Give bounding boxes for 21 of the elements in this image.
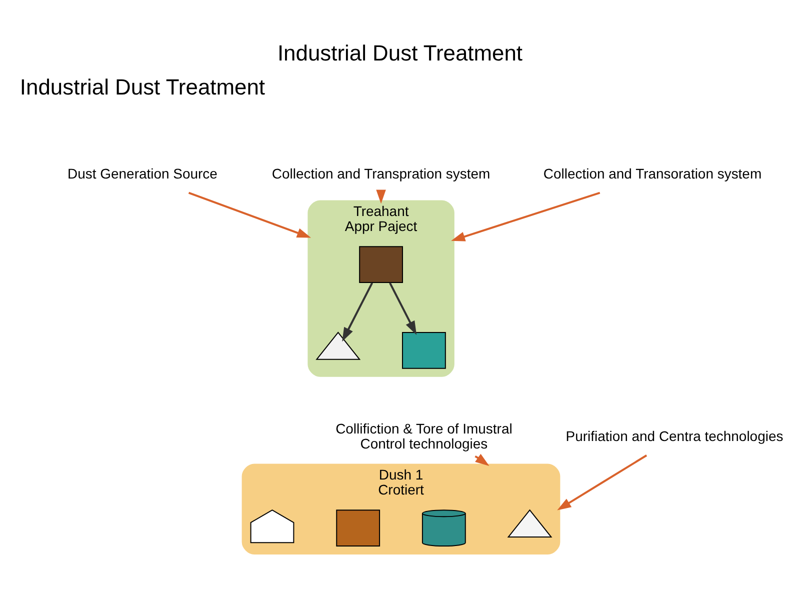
- node-house: [250, 509, 294, 543]
- node-box: [359, 246, 403, 283]
- node-bar: [336, 509, 380, 546]
- arrow: [557, 454, 648, 510]
- node-triangle: [316, 331, 361, 360]
- node-text: Purifiation and Centra technologies: [566, 427, 784, 444]
- arrow: [188, 191, 311, 238]
- node-text: Collection and Transpration system: [272, 164, 490, 181]
- node-text: Collection and Transoration system: [543, 164, 762, 181]
- diagram-title: Industrial Dust Treatment: [277, 40, 523, 66]
- node-bar: [402, 331, 446, 368]
- node-triangle: [507, 508, 552, 538]
- cluster: Dush 1 Crotiert: [242, 463, 560, 554]
- label: Industrial Dust Treatment: [20, 74, 266, 99]
- arrow: [376, 189, 386, 204]
- node-text: Collifiction & Tore of Imustral Control technologies: [336, 420, 512, 451]
- arrow: [389, 282, 417, 335]
- arrow: [451, 191, 600, 241]
- cluster: Treahant Appr Paject: [308, 200, 454, 376]
- node-text: Dust Generation Source: [68, 164, 218, 181]
- arrow: [342, 282, 374, 342]
